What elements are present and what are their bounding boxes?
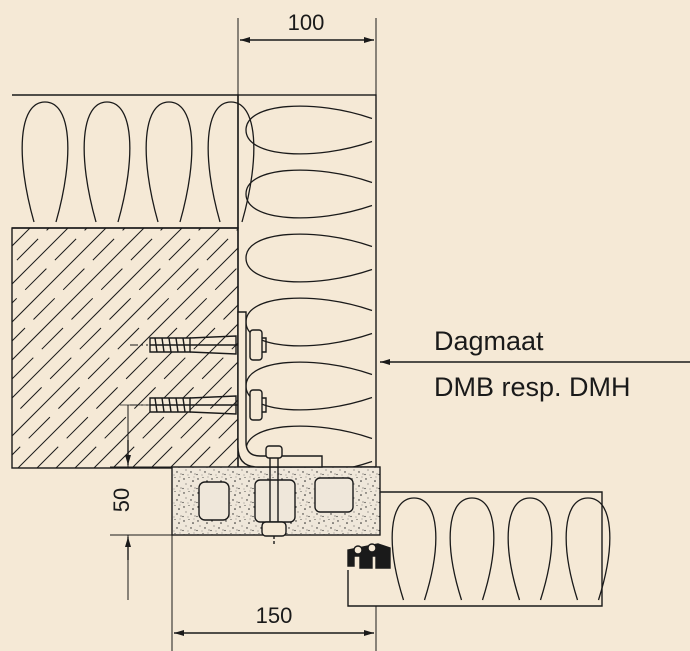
- insulation-loop: [245, 361, 373, 411]
- hatch-line: [169, 399, 238, 468]
- hatch-line: [12, 228, 183, 399]
- hatch-line: [12, 228, 221, 437]
- dimension-top-label: 100: [288, 10, 325, 35]
- insulation-loop: [245, 233, 373, 283]
- insulation-top-left: [12, 94, 255, 229]
- hatch-line: [131, 361, 238, 468]
- insulation-loop: [145, 101, 193, 223]
- hatch-line: [188, 418, 238, 468]
- hatch-line: [112, 342, 238, 468]
- masonry-wall: [0, 227, 239, 469]
- dimension-bottom-label: 150: [256, 603, 293, 628]
- hatch-line: [12, 228, 164, 380]
- hatch-line: [12, 228, 31, 247]
- anchor-bolt-upper: [130, 329, 267, 361]
- insulation-loop: [565, 497, 611, 601]
- sill-bolt: [261, 445, 287, 545]
- insulation-loop: [83, 101, 131, 223]
- dimension-vertical-label: 50: [109, 488, 134, 512]
- insulation-loop: [449, 497, 495, 601]
- insulation-loop: [245, 297, 373, 347]
- insulation-bottom-right: [347, 491, 611, 607]
- insulation-loop: [245, 105, 373, 155]
- extension-lines: [110, 18, 377, 651]
- hatch-line: [12, 228, 238, 456]
- hatch-line: [12, 228, 107, 323]
- hatch-line: [74, 304, 238, 468]
- insulation-loop: [245, 169, 373, 219]
- hatch-line: [17, 247, 238, 468]
- insulation-loop: [207, 101, 255, 223]
- insulation-loop: [391, 497, 437, 601]
- drip-profile: [347, 543, 391, 569]
- hatch-line: [93, 323, 238, 468]
- annotation-line1: Dagmaat: [434, 326, 544, 356]
- steel-angle-bracket: [237, 311, 323, 468]
- hatch-line: [12, 228, 145, 361]
- insulation-loop: [507, 497, 553, 601]
- hatch-line: [0, 228, 11, 468]
- hatch-line: [150, 380, 238, 468]
- hatch-line: [12, 228, 202, 418]
- insulation-loop: [21, 101, 69, 223]
- hatch-line: [12, 228, 69, 285]
- annotation-line2: DMB resp. DMH: [434, 372, 631, 402]
